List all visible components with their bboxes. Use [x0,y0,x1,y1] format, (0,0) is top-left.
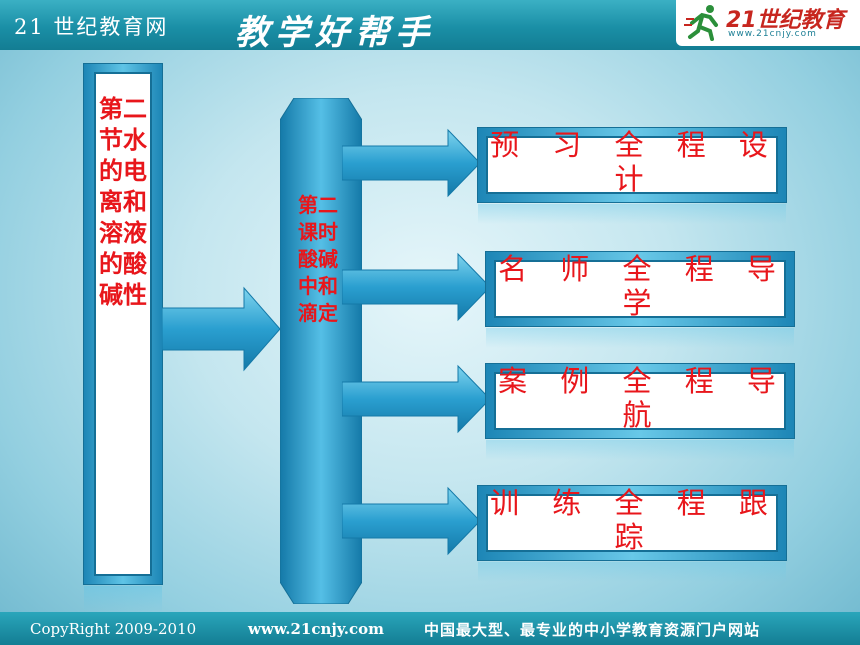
item-box-4-inner [486,494,778,552]
item-box-1-reflection [478,204,786,224]
arrow-to-item-3 [342,364,491,434]
logo-url-text: www.21cnjy.com [728,29,817,39]
item-box-1[interactable]: 预 习 全 程 设 计 [478,128,786,202]
item-box-3-inner [494,372,786,430]
item-label-3: 案 例 全 程 导 航 [498,364,788,432]
lesson-title-shape [280,98,362,604]
item-label-1: 预 习 全 程 设 计 [490,128,780,196]
footer-copyright: CopyRight 2009-2010 [30,620,197,638]
item-box-3-reflection [486,440,794,460]
section-title-text: 第二节水的电离和溶液的酸碱性 [99,95,147,309]
logo[interactable]: 21世纪教育 www.21cnjy.com [676,0,860,46]
arrow-to-item-4 [342,486,481,556]
section-title-box: 第二节水的电离和溶液的酸碱性 [84,64,162,584]
item-box-2[interactable]: 名 师 全 程 导 学 [486,252,794,326]
item-label-4: 训 练 全 程 跟 踪 [490,486,780,554]
item-box-3[interactable]: 案 例 全 程 导 航 [486,364,794,438]
footer-bar: CopyRight 2009-2010 www.21cnjy.com 中国最大型… [0,612,860,645]
header-bar: 21 世纪教育网 教学好帮手 21世纪教育 www.21cnjy.com [0,0,860,53]
arrow-to-lesson [162,286,281,372]
lesson-title-text: 第二课时酸碱中和滴定 [298,193,338,325]
footer-url-link[interactable]: www.21cnjy.com [248,620,385,638]
item-box-4[interactable]: 训 练 全 程 跟 踪 [478,486,786,560]
site-name: 21 世纪教育网 [14,15,169,39]
item-box-4-reflection [478,562,786,582]
section-title-reflection [84,586,162,612]
item-label-2: 名 师 全 程 导 学 [498,252,788,320]
item-box-1-inner [486,136,778,194]
section-title-inner: 第二节水的电离和溶液的酸碱性 [94,72,152,576]
item-box-2-inner [494,260,786,318]
logo-brand-text: 21世纪教育 [726,8,845,33]
arrow-to-item-1 [342,128,481,198]
runner-icon [684,5,718,41]
footer-slogan: 中国最大型、最专业的中小学教育资源门户网站 [424,621,761,639]
arrow-to-item-2 [342,252,491,322]
header-slogan: 教学好帮手 [235,13,435,53]
item-box-2-reflection [486,328,794,348]
